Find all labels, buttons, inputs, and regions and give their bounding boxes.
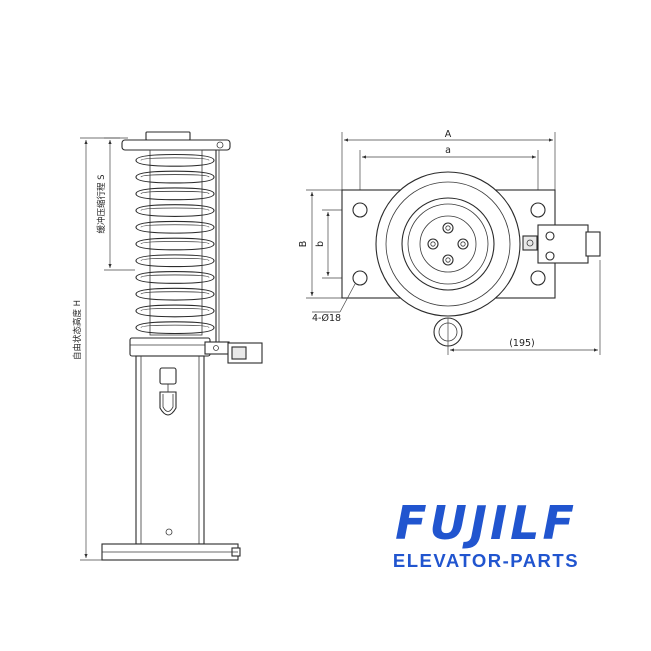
holes-label: 4-Ø18 [312, 313, 341, 324]
spring-coil-inner [140, 291, 210, 295]
dimension-B: B [298, 189, 342, 299]
center-bolts [427, 222, 469, 266]
spring-core [149, 149, 203, 336]
dim-a-label: a [445, 145, 451, 156]
mounting-hole [530, 202, 546, 218]
spring-coil [135, 187, 215, 201]
spring-coil [135, 170, 215, 184]
spring-coil [135, 287, 215, 301]
spring-coil [135, 254, 215, 268]
cylinder-outline [401, 197, 495, 291]
mounting-hole [530, 270, 546, 286]
offset-label: (195) [509, 338, 535, 349]
spring-coil-inner [140, 207, 210, 211]
spring-coil-inner [140, 174, 210, 178]
spring-coil-inner [140, 241, 210, 245]
flange-ring [385, 181, 511, 307]
dim-b-label: b [315, 241, 326, 247]
limit-switch [204, 341, 263, 364]
top-view: A a B b [298, 129, 601, 355]
oil-level-window [159, 367, 177, 416]
side-view: 自由状态高度 H 缓冲压缩行程 S [72, 131, 263, 561]
spring-coil [135, 204, 215, 217]
spring-coil [135, 153, 215, 167]
dimension-S: 缓冲压缩行程 S [96, 137, 135, 271]
dim-B-label: B [298, 241, 309, 248]
switch-top-view [522, 224, 601, 264]
spring-coil-inner [140, 257, 210, 262]
drain-plug [165, 528, 173, 536]
top-plate [121, 139, 231, 151]
compression-spring [135, 153, 215, 335]
spring-seat [129, 337, 211, 357]
brand-logo: FUJILF [395, 496, 577, 550]
spring-coil [135, 220, 215, 234]
spring-coil-inner [140, 324, 210, 329]
top-bolt [216, 141, 224, 149]
mounting-hole [352, 202, 368, 218]
brand-tagline: ELEVATOR-PARTS [392, 550, 580, 571]
spring-coil [135, 304, 215, 318]
free-height-label: 自由状态高度 H [72, 300, 83, 360]
spring-coil-inner [140, 274, 210, 278]
spring-coil-inner [140, 157, 210, 161]
spring-coil-inner [140, 224, 210, 228]
cylinder-body [135, 355, 205, 545]
top-cap [145, 131, 191, 141]
spring-coil [135, 321, 215, 335]
stroke-label: 缓冲压缩行程 S [96, 174, 107, 233]
mounting-hole [352, 270, 368, 286]
dimension-195: (195) [447, 260, 601, 355]
hole-callout: 4-Ø18 [312, 283, 356, 324]
spring-coil-inner [140, 190, 210, 195]
dim-A-label: A [445, 129, 452, 140]
spring-coil [135, 271, 215, 284]
spring-coil-inner [140, 307, 210, 312]
spring-coil [135, 237, 215, 251]
dimension-A: A [341, 129, 556, 190]
